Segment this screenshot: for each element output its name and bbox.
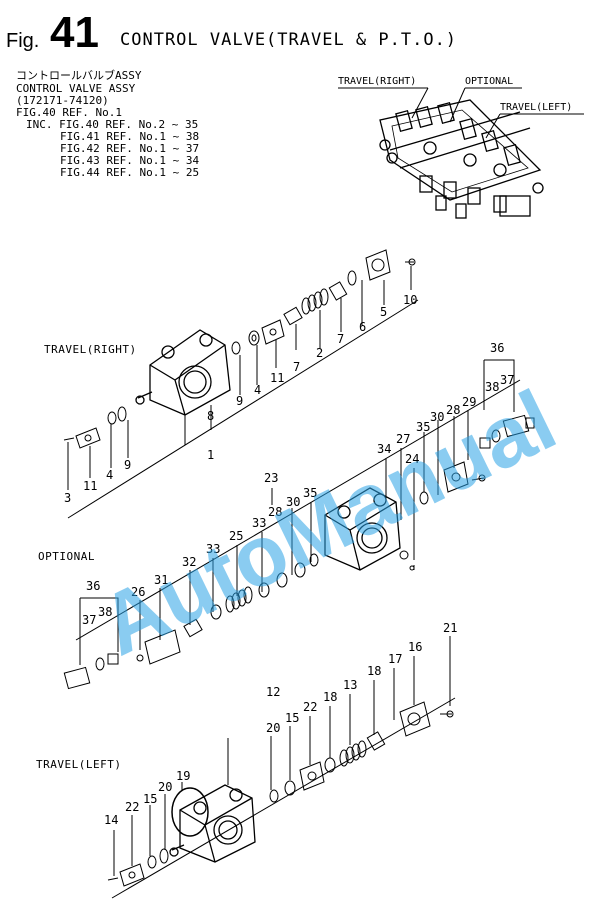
figure-number: 41 — [50, 8, 99, 57]
optional-relief-fitting-left — [63, 666, 91, 690]
callout: 7 — [337, 332, 344, 346]
section-label-travel-right: TRAVEL(RIGHT) — [44, 343, 137, 356]
callout: 20 — [158, 780, 172, 794]
includes-line: FIG.43 REF. No.1 ~ 34 — [60, 154, 200, 167]
overview-label-optional: OPTIONAL — [465, 76, 513, 87]
callout: 10 — [403, 293, 417, 307]
callout: 24 — [405, 452, 419, 466]
callout: 17 — [388, 652, 402, 666]
callout: 22 — [303, 700, 317, 714]
watermark-logo: AutoManual — [86, 372, 570, 674]
callout: 9 — [236, 394, 243, 408]
callout: 21 — [443, 621, 457, 635]
callout: 18 — [323, 690, 337, 704]
travel-right-assembly — [63, 249, 419, 519]
figure-label: Fig. — [6, 30, 40, 52]
assembly-part-number: (172171-74120) — [16, 94, 109, 107]
travel-right-valve-body — [135, 329, 231, 416]
overview-label-travel-right: TRAVEL(RIGHT) — [338, 76, 416, 87]
callout: 37 — [82, 613, 96, 627]
optional-assembly — [63, 359, 535, 690]
callout: 28 — [446, 403, 460, 417]
includes-line: FIG.44 REF. No.1 ~ 25 — [60, 166, 200, 179]
callout: 5 — [380, 305, 387, 319]
callout: 6 — [359, 320, 366, 334]
section-label-optional: OPTIONAL — [38, 550, 95, 563]
callout: 9 — [124, 458, 131, 472]
callout: 2 — [316, 346, 323, 360]
callout: 34 — [377, 442, 391, 456]
optional-cover-plate — [443, 461, 469, 493]
callout: 33 — [206, 542, 220, 556]
callout: 4 — [106, 468, 113, 482]
callout: 23 — [264, 471, 278, 485]
callout: 8 — [207, 409, 214, 423]
callout: 38 — [98, 605, 112, 619]
optional-relief-fitting — [502, 414, 530, 438]
callout: 3 — [64, 491, 71, 505]
callout: 4 — [254, 383, 261, 397]
optional-end-cap — [144, 629, 181, 665]
callout: 33 — [252, 516, 266, 530]
callout: 38 — [485, 380, 499, 394]
callout: 35 — [303, 486, 317, 500]
travel-left-valve-body — [169, 784, 256, 863]
optional-valve-body — [324, 487, 401, 571]
callout: 32 — [182, 555, 196, 569]
includes-line: FIG.41 REF. No.1 ~ 38 — [60, 130, 200, 143]
callout: 29 — [462, 395, 476, 409]
overview-assembly-drawing: TRAVEL(RIGHT) OPTIONAL TRAVEL(LEFT) — [338, 76, 584, 219]
callout: 1 — [207, 448, 214, 462]
callout: 36 — [86, 579, 100, 593]
travel-left-assembly — [107, 636, 456, 899]
callout: 11 — [270, 371, 284, 385]
callout: 16 — [408, 640, 422, 654]
includes-line: FIG.42 REF. No.1 ~ 37 — [60, 142, 200, 155]
callout: 18 — [367, 664, 381, 678]
callout: 12 — [266, 685, 280, 699]
includes-line: INC. FIG.40 REF. No.2 ~ 35 — [26, 118, 199, 131]
callout: 7 — [293, 360, 300, 374]
optional-spring — [225, 586, 253, 613]
callout: 14 — [104, 813, 118, 827]
callout: 37 — [500, 373, 514, 387]
cap — [365, 249, 391, 281]
callout: 25 — [229, 529, 243, 543]
figure-title: CONTROL VALVE(TRAVEL & P.T.O.) — [120, 30, 458, 50]
callout: 30 — [430, 410, 444, 424]
callout: 35 — [416, 420, 430, 434]
callout: 13 — [343, 678, 357, 692]
callout-numbers: 8 1 9 4 11 7 2 7 6 5 10 9 4 11 3 23 30 3… — [64, 293, 514, 827]
callout: 11 — [83, 479, 97, 493]
assembly-name-jp: コントロールバルブASSY — [16, 69, 142, 82]
callout: 30 — [286, 495, 300, 509]
assembly-name-en: CONTROL VALVE ASSY — [16, 82, 136, 95]
o-ring — [171, 787, 209, 837]
callout: 15 — [143, 792, 157, 806]
travel-left-cap — [399, 701, 431, 737]
callout: 36 — [490, 341, 504, 355]
callout: 28 — [268, 505, 282, 519]
seal-plate — [261, 319, 285, 345]
section-label-travel-left: TRAVEL(LEFT) — [36, 758, 122, 771]
callout: 20 — [266, 721, 280, 735]
assembly-fig-reference: FIG.40 REF. No.1 — [16, 106, 122, 119]
callout: 26 — [131, 585, 145, 599]
travel-left-spring — [339, 740, 367, 767]
callout: 15 — [285, 711, 299, 725]
callout: 31 — [154, 573, 168, 587]
callout: 27 — [396, 432, 410, 446]
overview-label-travel-left: TRAVEL(LEFT) — [500, 102, 572, 113]
spring — [301, 288, 329, 315]
callout: 22 — [125, 800, 139, 814]
callout: 19 — [176, 769, 190, 783]
